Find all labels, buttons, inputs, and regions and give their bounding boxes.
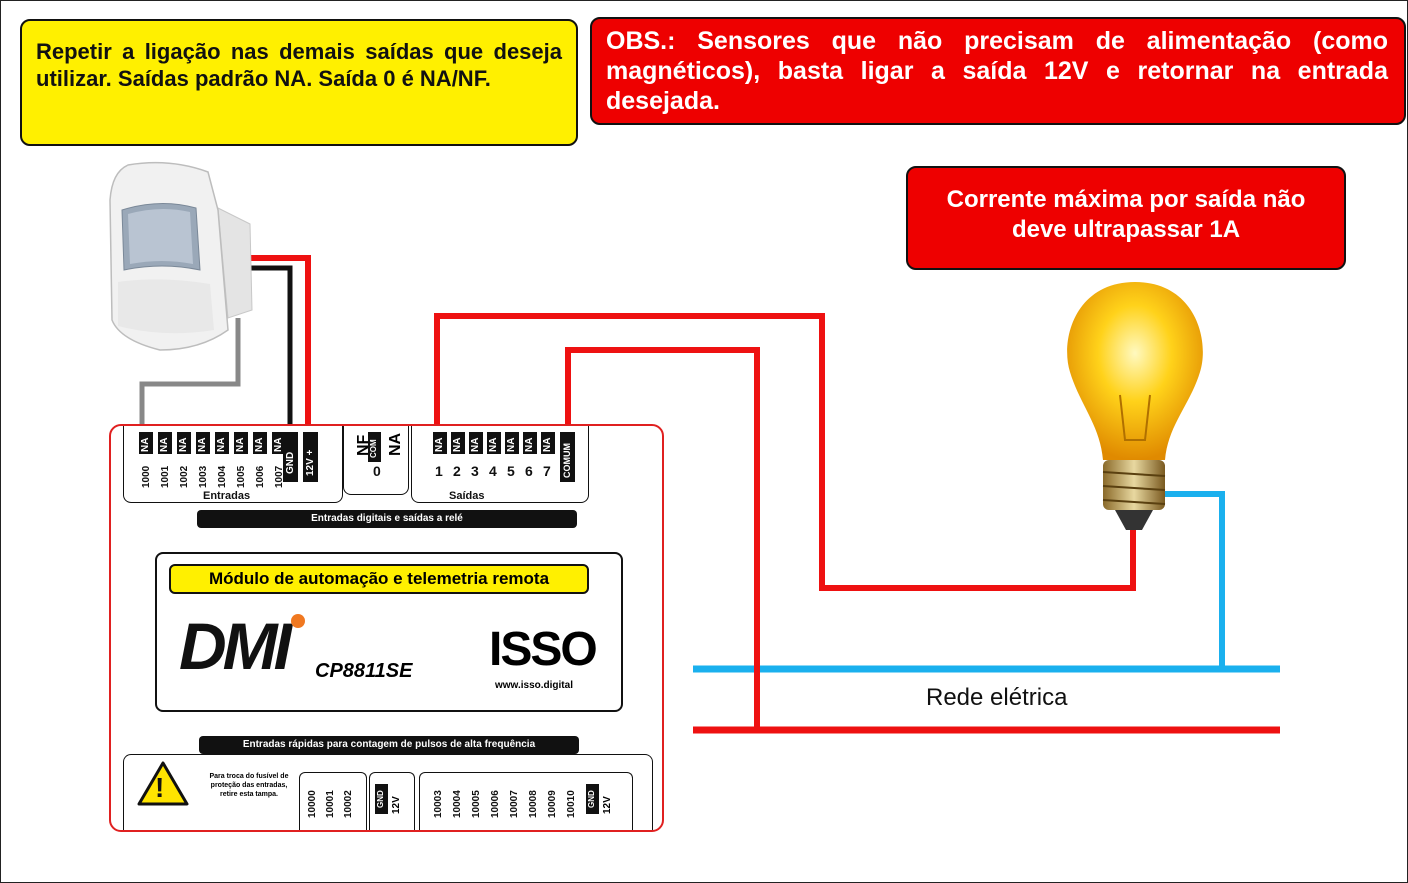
fast-power-bracket [369,772,415,830]
sensor-black-wire [240,265,293,430]
fast-input-label: 10005 [471,790,482,818]
output-number-label: 4 [489,463,497,479]
note-max-current: Corrente máxima por saída não deve ultra… [906,166,1346,270]
fast-input-label: 10006 [490,790,501,818]
output-number-label: 1 [435,463,443,479]
input-number-label: 1000 [141,465,152,488]
input-na-label: NA [139,432,153,454]
output-na-label: NA [523,432,537,454]
comum-red-wire [565,347,760,730]
fast-input-label: 10002 [343,790,354,818]
output-number-label: 6 [525,463,533,479]
input-na-label: NA [234,432,248,454]
outputs-section-label: Saídas [449,490,485,502]
inputs-section-label: Entradas [203,490,251,502]
bottom-band: Entradas rápidas para contagem de pulsos… [199,736,579,754]
na-label-0: NA [387,432,404,456]
outputs-bracket [411,426,589,503]
dmi-logo: DMI [179,609,329,686]
output-0-number: 0 [373,463,381,479]
model-label: CP8811SE [315,660,413,682]
input-number-label: 1003 [198,465,209,488]
fast-input-label: 10004 [452,790,463,818]
input-na-label: NA [177,432,191,454]
output-na-label: NA [487,432,501,454]
12v-label-b: 12V [602,796,613,814]
fast-input-label: 10001 [325,790,336,818]
fast-input-label: 10010 [566,790,577,818]
warning-glyph: ! [155,772,165,803]
module-title: Módulo de automação e telemetria remota [169,564,589,594]
input-na-label: NA [158,432,172,454]
input-na-label: NA [215,432,229,454]
fast-input-label: 10007 [509,790,520,818]
output-na-label: NA [433,432,447,454]
input-number-label: 1004 [217,465,228,488]
gnd2b-terminal-label: GND [586,784,599,814]
output-number-label: 3 [471,463,479,479]
pir-sensor-icon [109,161,253,351]
12v-plus-terminal-label: 12V + [303,432,318,482]
gnd2-terminal-label: GND [375,784,388,814]
input-number-label: 1005 [236,465,247,488]
12v-label-a: 12V [391,796,402,814]
lamp-red-wire [434,313,1136,591]
fast-input-label: 10008 [528,790,539,818]
output0-bracket [343,426,409,495]
isso-url: www.isso.digital [495,680,573,691]
input-na-label: NA [196,432,210,454]
input-na-label: NA [272,432,286,454]
note-repeat-outputs: Repetir a ligação nas demais saídas que … [20,19,578,146]
fast-inputs-bracket-a [299,772,367,830]
output-number-label: 2 [453,463,461,479]
light-bulb-icon [1067,282,1203,530]
top-band: Entradas digitais e saídas a relé [197,510,577,528]
input-na-label: NA [253,432,267,454]
mains-label: Rede elétrica [926,684,1068,711]
output-na-label: NA [451,432,465,454]
sensor-red-wire [240,255,311,430]
note-obs-sensors: OBS.: Sensores que não precisam de alime… [590,17,1406,125]
input-number-label: 1006 [255,465,266,488]
dmi-dot-icon [291,614,305,628]
fast-input-label: 10009 [547,790,558,818]
sensor-gray-wire [139,318,241,430]
comum-terminal-label: COMUM [560,432,575,482]
fast-input-label: 10000 [307,790,318,818]
com-terminal-label: COM [368,432,381,462]
warning-triangle-icon [137,761,189,806]
output-na-label: NA [541,432,555,454]
output-na-label: NA [505,432,519,454]
inputs-bracket [123,426,343,503]
lamp-blue-wire [1165,491,1225,669]
fast-input-label: 10003 [433,790,444,818]
bottom-cover [123,754,653,830]
warning-text: Para troca do fusível de proteção das en… [209,773,289,798]
isso-logo: ISSO [489,623,598,676]
input-number-label: 1001 [160,465,171,488]
fast-inputs-bracket-b [419,772,633,830]
gnd-terminal-label: GND [283,432,298,482]
output-na-label: NA [469,432,483,454]
module-panel: Módulo de automação e telemetria remota … [155,552,623,712]
input-number-label: 1002 [179,465,190,488]
output-number-label: 7 [543,463,551,479]
output-number-label: 5 [507,463,515,479]
